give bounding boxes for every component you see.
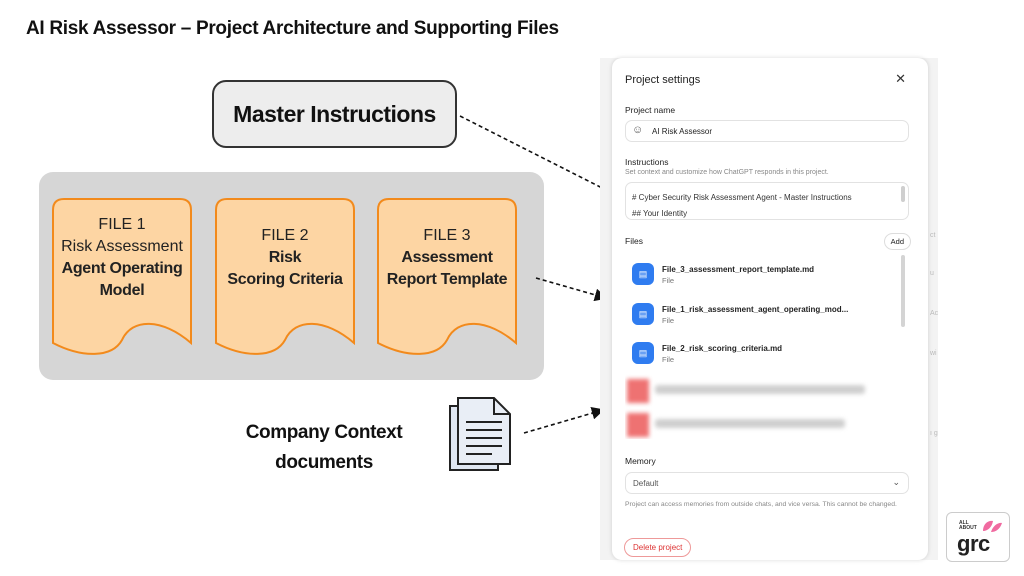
- files-scrollbar[interactable]: [901, 255, 905, 327]
- file-name: File_1_risk_assessment_agent_operating_m…: [662, 305, 849, 314]
- files-label: Files: [625, 236, 643, 246]
- master-instructions-label: Master Instructions: [233, 100, 436, 127]
- file-1-name-line2: Model: [99, 282, 145, 299]
- redacted-text: [655, 385, 865, 394]
- redacted-file-item: [625, 407, 901, 439]
- logo-main-text: grc: [957, 531, 990, 556]
- background-fragment: u: [930, 270, 934, 277]
- project-settings-dialog: Project settings ✕ Project name ☺ AI Ris…: [612, 58, 928, 560]
- arrow-master-to-instructions: [459, 115, 620, 197]
- instructions-label: Instructions: [625, 157, 669, 167]
- redacted-text: [655, 419, 845, 428]
- instructions-textarea[interactable]: # Cyber Security Risk Assessment Agent -…: [625, 182, 909, 220]
- project-icon[interactable]: ☺: [632, 124, 644, 136]
- chevron-down-icon: ⌄: [892, 477, 900, 487]
- slide-title: AI Risk Assessor – Project Architecture …: [26, 18, 559, 39]
- background-fragment: Ac: [930, 310, 939, 317]
- logo-small-text: ALL ABOUT: [959, 521, 977, 531]
- redacted-icon: [627, 379, 649, 403]
- file-1-text: FILE 1 Risk Assessment Agent Operating M…: [52, 198, 192, 318]
- project-name-field[interactable]: ☺ AI Risk Assessor: [625, 120, 909, 142]
- file-type: File: [662, 355, 675, 364]
- file-3-text: FILE 3 Assessment Report Template: [377, 198, 517, 318]
- delete-project-button[interactable]: Delete project: [624, 538, 692, 557]
- document-icon: ▤: [632, 342, 654, 364]
- settings-title: Project settings: [625, 74, 701, 86]
- file-3-card: FILE 3 Assessment Report Template: [377, 198, 517, 356]
- instructions-subtitle: Set context and customize how ChatGPT re…: [625, 169, 829, 176]
- project-name-label: Project name: [625, 105, 676, 115]
- file-type: File: [662, 276, 675, 285]
- file-1-shape: [52, 198, 192, 355]
- all-about-grc-logo: ALL ABOUT grc: [946, 512, 1010, 562]
- add-file-button[interactable]: Add: [883, 233, 911, 250]
- files-list: ▤ File_3_assessment_report_template.md F…: [625, 255, 909, 439]
- file-1-name-line1: Agent Operating: [61, 260, 183, 277]
- leaf-icon: [983, 520, 1002, 532]
- document-icon: ▤: [632, 303, 654, 325]
- file-name: File_2_risk_scoring_criteria.md: [662, 344, 783, 353]
- file-list-item[interactable]: ▤ File_1_risk_assessment_agent_operating…: [625, 295, 901, 333]
- file-2-card: FILE 2 Risk Scoring Criteria: [215, 198, 355, 356]
- file-2-text: FILE 2 Risk Scoring Criteria: [215, 198, 355, 318]
- background-fragment: ct: [930, 232, 936, 239]
- file-list-item[interactable]: ▤ File_2_risk_scoring_criteria.md File: [625, 334, 901, 372]
- file-2-name-line2: Scoring Criteria: [227, 271, 343, 288]
- file-2-number: FILE 2: [261, 227, 309, 244]
- file-type: File: [662, 316, 675, 325]
- file-1-card: FILE 1 Risk Assessment Agent Operating M…: [52, 198, 192, 356]
- background-fragment: wi: [930, 350, 937, 357]
- instructions-line: # Cyber Security Risk Assessment Agent -…: [632, 193, 852, 202]
- company-context-line1: Company Context: [245, 422, 403, 443]
- memory-note: Project can access memories from outside…: [625, 501, 897, 508]
- file-name: File_3_assessment_report_template.md: [662, 265, 815, 274]
- instructions-line: ## Your Identity: [632, 209, 688, 218]
- close-icon[interactable]: ✕: [895, 71, 906, 86]
- company-context-line2: documents: [275, 452, 373, 473]
- project-name-value: AI Risk Assessor: [652, 127, 713, 136]
- redacted-icon: [627, 413, 649, 437]
- logo-small-line: ABOUT: [959, 525, 977, 531]
- memory-select[interactable]: Default ⌄: [625, 472, 909, 494]
- background-fragment: ı g: [930, 430, 938, 437]
- document-stack-icon: [449, 397, 511, 471]
- file-3-name-line1: Assessment: [401, 249, 493, 266]
- file-3-shape: [377, 198, 517, 355]
- file-1-subtitle: Risk Assessment: [61, 238, 183, 255]
- file-2-shape: [215, 198, 355, 355]
- file-1-number: FILE 1: [98, 216, 146, 233]
- file-3-name-line2: Report Template: [386, 271, 508, 288]
- memory-value: Default: [633, 479, 659, 488]
- textarea-scrollbar[interactable]: [901, 186, 905, 202]
- logo-small-line: ALL: [959, 520, 969, 526]
- file-2-name-line1: Risk: [268, 249, 302, 266]
- file-3-number: FILE 3: [423, 227, 471, 244]
- master-instructions-box: Master Instructions: [212, 80, 457, 148]
- redacted-file-item: [625, 373, 901, 407]
- file-list-item[interactable]: ▤ File_3_assessment_report_template.md F…: [625, 255, 901, 293]
- document-icon: ▤: [632, 263, 654, 285]
- company-context-label: Company Context documents: [232, 418, 416, 478]
- arrow-company-to-files: [523, 406, 605, 434]
- memory-label: Memory: [625, 456, 656, 466]
- arrow-files-to-files: [535, 277, 608, 302]
